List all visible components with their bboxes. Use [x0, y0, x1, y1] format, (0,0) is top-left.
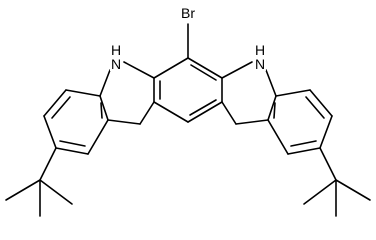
- bond: [153, 57, 189, 79]
- bond-double: [100, 102, 103, 119]
- bond: [99, 95, 109, 121]
- bond: [235, 119, 269, 125]
- bond: [153, 101, 189, 123]
- bond: [187, 57, 223, 79]
- bond: [335, 179, 371, 201]
- bond: [319, 115, 333, 149]
- bond: [187, 101, 223, 123]
- nh-right-h-label: H: [253, 42, 267, 58]
- bond: [123, 61, 155, 79]
- nh-right-n-label: N: [253, 56, 267, 72]
- bond: [39, 147, 57, 181]
- bond: [43, 115, 57, 149]
- nh-left-h-label: H: [109, 42, 123, 58]
- bond: [287, 147, 321, 155]
- bond: [275, 89, 311, 97]
- nh-left-n-label: N: [109, 56, 123, 72]
- bond: [87, 119, 109, 155]
- bond-double: [273, 102, 276, 119]
- bond-double: [59, 140, 86, 147]
- bond: [319, 147, 337, 181]
- bond-double: [189, 99, 217, 116]
- bond: [99, 69, 111, 97]
- bromine-label: Br: [180, 5, 196, 21]
- bond: [107, 119, 141, 125]
- bond: [267, 95, 277, 121]
- bond: [221, 61, 253, 79]
- bond-double: [305, 96, 325, 119]
- bond: [139, 101, 155, 125]
- bond: [309, 89, 333, 117]
- bond: [221, 101, 237, 125]
- bond-double: [51, 96, 71, 119]
- bond: [55, 147, 89, 155]
- bond-double: [290, 140, 317, 147]
- bond-double: [190, 64, 217, 81]
- bond: [265, 69, 277, 97]
- bond: [39, 179, 73, 205]
- bond: [43, 89, 67, 117]
- bond: [5, 179, 41, 201]
- bond: [65, 89, 101, 97]
- bond: [267, 119, 289, 155]
- bond: [303, 179, 337, 205]
